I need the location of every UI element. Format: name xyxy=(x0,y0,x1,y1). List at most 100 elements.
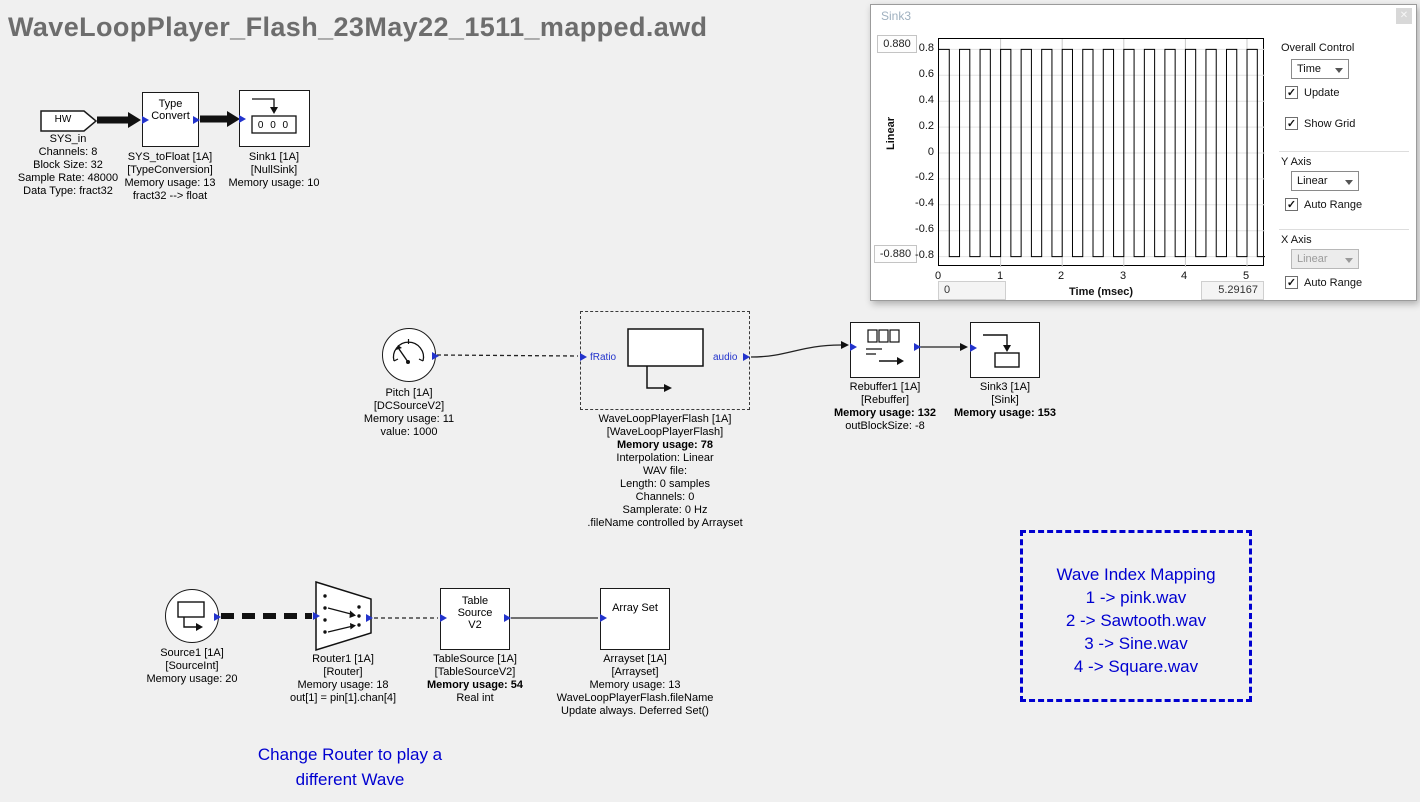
arrowhead xyxy=(128,112,141,128)
null-sink-icon: 0 0 0 xyxy=(251,98,297,134)
output-pin[interactable] xyxy=(914,343,921,351)
square-wave-plot xyxy=(939,39,1265,267)
input-pin[interactable] xyxy=(440,614,447,622)
y-autorange-checkbox-label: Auto Range xyxy=(1304,199,1363,211)
block-rebuffer1[interactable] xyxy=(850,322,921,378)
block-source1[interactable] xyxy=(165,589,221,643)
x-tick: 1 xyxy=(996,270,1004,282)
y-tick: -0.8 xyxy=(915,249,934,261)
y-scale-select-value: Linear xyxy=(1297,175,1328,187)
y-tick: -0.4 xyxy=(915,197,934,209)
block-arrayset[interactable]: Array Set xyxy=(600,588,670,650)
update-checkbox-label: Update xyxy=(1304,87,1340,99)
output-pin[interactable] xyxy=(432,352,439,360)
x-tick: 5 xyxy=(1242,270,1250,282)
x-scale-select-value: Linear xyxy=(1297,253,1328,265)
domain-select[interactable]: Time xyxy=(1291,59,1349,79)
input-pin[interactable] xyxy=(142,116,149,124)
sys-in-caption: SYS_in Channels: 8 Block Size: 32 Sample… xyxy=(17,133,119,197)
update-checkbox[interactable]: ✓ xyxy=(1285,86,1298,99)
rebuffer1-caption: Rebuffer1 [1A] [Rebuffer] Memory usage: … xyxy=(833,381,937,432)
x-scale-select: Linear xyxy=(1291,249,1359,269)
y-tick: 0 xyxy=(927,146,934,158)
wave-index-mapping-box: Wave Index Mapping 1 -> pink.wav 2 -> Sa… xyxy=(1020,530,1252,702)
source1-caption: Source1 [1A] [SourceInt] Memory usage: 2… xyxy=(146,647,238,685)
y-tick: 0.2 xyxy=(918,120,934,132)
close-icon[interactable]: ✕ xyxy=(1396,8,1412,24)
y-tick: 0.6 xyxy=(918,68,934,80)
show-grid-checkbox[interactable]: ✓ xyxy=(1285,117,1298,130)
x-end-field[interactable]: 5.29167 xyxy=(1201,281,1264,300)
y-tick: 0.8 xyxy=(918,42,934,54)
waveloopplayerflash-caption: WaveLoopPlayerFlash [1A] [WaveLoopPlayer… xyxy=(587,413,743,529)
block-sink1[interactable]: 0 0 0 xyxy=(239,90,310,147)
y-tick: -0.6 xyxy=(915,223,934,235)
wave-loop-player-icon xyxy=(627,328,704,392)
router-icon xyxy=(315,580,372,652)
chevron-down-icon xyxy=(1345,180,1353,185)
input-pin[interactable] xyxy=(313,612,320,620)
x-autorange-checkbox[interactable]: ✓ xyxy=(1285,276,1298,289)
input-pin[interactable] xyxy=(600,614,607,622)
x-tick: 4 xyxy=(1180,270,1188,282)
input-pin[interactable] xyxy=(239,115,246,123)
overall-control-label: Overall Control xyxy=(1281,42,1355,54)
chevron-down-icon xyxy=(1345,258,1353,263)
x-tick: 2 xyxy=(1057,270,1065,282)
wave-index-mapping-text: Wave Index Mapping 1 -> pink.wav 2 -> Sa… xyxy=(1056,565,1216,676)
block-sink3[interactable] xyxy=(970,322,1040,378)
output-pin[interactable] xyxy=(504,614,511,622)
block-tablesource[interactable]: Table Source V2 xyxy=(440,588,511,650)
wire-pitch-wlp[interactable] xyxy=(436,354,579,357)
y-autorange-checkbox[interactable]: ✓ xyxy=(1285,198,1298,211)
sink-icon xyxy=(983,334,1020,368)
arrowhead xyxy=(960,343,968,351)
block-type-convert[interactable]: Type Convert xyxy=(142,92,200,147)
source-icon xyxy=(177,601,205,631)
type-convert-icon-label: Type Convert xyxy=(151,98,190,122)
arrayset-icon-label: Array Set xyxy=(612,602,658,614)
x-start-field[interactable]: 0 xyxy=(938,281,1006,300)
input-pin[interactable] xyxy=(850,343,857,351)
scope-plot-area xyxy=(938,38,1265,267)
y-tick: -0.2 xyxy=(915,171,934,183)
output-pin[interactable] xyxy=(366,614,373,622)
block-pitch[interactable] xyxy=(382,328,439,382)
y-axis-section-label: Y Axis xyxy=(1281,156,1312,168)
block-sys-in[interactable]: HW xyxy=(40,110,98,132)
section-divider xyxy=(1279,151,1409,152)
chevron-down-icon xyxy=(1335,68,1343,73)
tablesource-caption: TableSource [1A] [TableSourceV2] Memory … xyxy=(427,653,523,704)
output-pin[interactable] xyxy=(193,116,200,124)
hw-input-icon xyxy=(40,110,98,132)
input-pin[interactable] xyxy=(970,344,977,352)
x-autorange-checkbox-label: Auto Range xyxy=(1304,277,1363,289)
y-max-value: 0.880 xyxy=(877,35,917,53)
fratio-pin-label: fRatio xyxy=(590,352,617,363)
tablesource-icon-label: Table Source V2 xyxy=(457,595,493,631)
y-tick: 0.4 xyxy=(918,94,934,106)
x-axis-label: Time (msec) xyxy=(1069,286,1133,298)
domain-select-value: Time xyxy=(1297,63,1322,75)
section-divider xyxy=(1279,229,1409,230)
output-pin[interactable] xyxy=(214,613,221,621)
input-pin[interactable] xyxy=(580,353,587,361)
window-title: Sink3 xyxy=(881,9,912,23)
hw-label: HW xyxy=(54,114,72,125)
wire-wlp-rebuffer[interactable] xyxy=(750,344,842,358)
y-axis-label: Linear xyxy=(885,117,897,151)
rebuffer-icon xyxy=(866,329,904,365)
block-router1[interactable] xyxy=(313,580,373,652)
pitch-caption: Pitch [1A] [DCSourceV2] Memory usage: 11… xyxy=(363,387,455,438)
x-axis-section-label: X Axis xyxy=(1281,234,1312,246)
block-waveloopplayerflash[interactable]: fRatio audio xyxy=(580,311,750,410)
output-pin[interactable] xyxy=(743,353,750,361)
router-hint-note: Change Router to play a different Wave xyxy=(257,745,443,789)
svg-text:0 0 0: 0 0 0 xyxy=(258,120,290,131)
sink3-caption: Sink3 [1A] [Sink] Memory usage: 153 xyxy=(953,381,1057,419)
y-scale-select[interactable]: Linear xyxy=(1291,171,1359,191)
window-titlebar[interactable]: Sink3 ✕ xyxy=(871,5,1416,27)
sink3-window: Sink3 ✕ 0.880 -0.880 Linear 0.8 0.6 0.4 … xyxy=(870,4,1417,301)
document-title: WaveLoopPlayer_Flash_23May22_1511_mapped… xyxy=(8,12,708,42)
